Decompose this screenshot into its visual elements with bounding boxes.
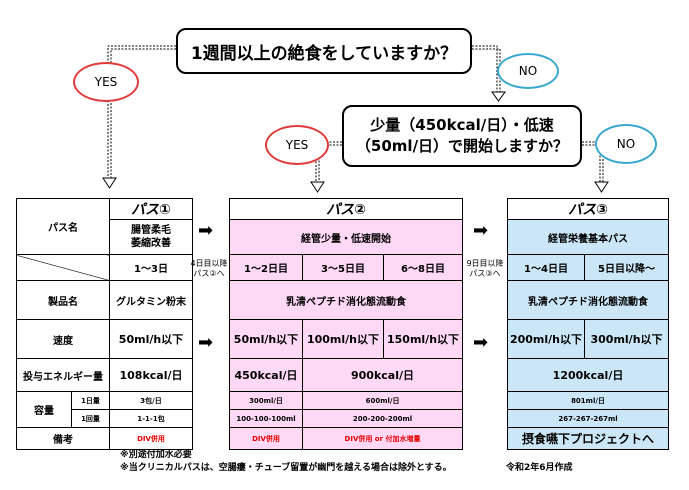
- pass-2-remarks-2: DIV併用 or 付加水増量: [301, 427, 464, 450]
- pass-2-name: 経管少量・低速開始: [228, 219, 464, 255]
- pass-3-days-2: 5日目以降～: [583, 254, 670, 281]
- pass-2-dose-2: 200-200-200ml: [301, 409, 464, 428]
- pass-2-days-2: 3～5日目: [302, 254, 384, 281]
- pass-2-volume-2: 600ml/日: [301, 391, 464, 410]
- yes-oval-2: YES: [265, 125, 329, 165]
- label-per-dose: 1回量: [71, 409, 110, 428]
- pass-3-speed-2: 300ml/h以下: [583, 319, 670, 359]
- question-line-2: （50ml/日）で開始しますか？: [355, 137, 569, 155]
- label-product: 製品名: [16, 280, 110, 320]
- pass-3-name: 経管栄養基本パス: [506, 219, 670, 255]
- pass-3-per-day: 801ml/日: [506, 391, 670, 410]
- pass-1-speed: 50ml/h以下: [109, 319, 193, 359]
- no-oval-2: NO: [595, 124, 657, 164]
- pass-3-title: パス③: [506, 198, 670, 220]
- no-oval-1: NO: [497, 53, 559, 89]
- pass-1-remarks: DIV併用: [109, 427, 193, 450]
- pass-2-title: パス②: [228, 198, 464, 220]
- pass-3-speed-1: 200ml/h以下: [507, 319, 585, 359]
- question-low-speed-start: 少量（450kcal/日）・低速 （50ml/日）で開始しますか？: [342, 105, 582, 167]
- label-pass-name: パス名: [16, 198, 110, 255]
- pass-2-speed-2: 100ml/h以下: [302, 319, 384, 359]
- pass-3-per-dose: 267-267-267ml: [506, 409, 670, 428]
- pass-3-energy: 1200kcal/日: [506, 358, 670, 392]
- pass-2-energy-2: 900kcal/日: [301, 358, 464, 392]
- pass-1-product: グルタミン粉末: [109, 280, 193, 320]
- label-speed: 速度: [16, 319, 110, 359]
- pass-2-days-3: 6～8日目: [382, 254, 464, 281]
- pass-2-energy-1: 450kcal/日: [229, 358, 303, 392]
- arrow-right-icon: ➡: [473, 220, 489, 241]
- pass-1-per-dose: 1-1-1包: [109, 409, 193, 428]
- pass-1-per-day: 3包/日: [109, 391, 193, 410]
- pass-1-title: パス①: [109, 198, 193, 220]
- question-line-1: 少量（450kcal/日）・低速: [370, 116, 554, 134]
- transition-to-pass-3: 9日目以降 パス③へ: [466, 259, 504, 278]
- pass-2-volume-1: 300ml/日: [229, 391, 303, 410]
- pass-3-table: パス③ 経管栄養基本パス 1～4日目 5日目以降～ 乳清ペプチド消化態流動食 2…: [506, 198, 670, 450]
- label-remarks: 備考: [16, 427, 110, 450]
- pass-2-product: 乳清ペプチド消化態流動食: [228, 280, 464, 320]
- pass-3-product: 乳清ペプチド消化態流動食: [506, 280, 670, 320]
- question-fasting: 1週間以上の絶食をしていますか？: [176, 28, 472, 74]
- transition-to-pass-2: 4日目以降 パス②へ: [190, 259, 228, 278]
- pass-3-remarks: 摂食嚥下プロジェクトへ: [506, 427, 670, 450]
- creation-date: 令和2年6月作成: [506, 463, 573, 473]
- arrow-right-icon: ➡: [198, 220, 214, 241]
- pass-1-energy: 108kcal/日: [109, 358, 193, 392]
- pass-1-name: 腸管柔毛 萎縮改善: [109, 219, 193, 255]
- label-volume: 容量: [16, 391, 72, 428]
- pass-1-table: パス名 パス① 腸管柔毛 萎縮改善 1～3日 製品名 グルタミン粉末 速度 50…: [16, 198, 193, 450]
- pass-1-days: 1～3日: [109, 254, 193, 281]
- pass-2-table: パス② 経管少量・低速開始 1～2日目 3～5日目 6～8日目 乳清ペプチド消化…: [228, 198, 464, 450]
- label-energy: 投与エネルギー量: [16, 358, 110, 392]
- footnote-water: ※別途付加水必要: [120, 450, 192, 460]
- pass-2-remarks-1: DIV併用: [229, 427, 303, 450]
- pass-2-dose-1: 100-100-100ml: [229, 409, 303, 428]
- pass-2-days-1: 1～2日目: [229, 254, 303, 281]
- label-per-day: 1日量: [71, 391, 110, 410]
- arrow-right-icon: ➡: [473, 332, 489, 353]
- pass-2-speed-1: 50ml/h以下: [229, 319, 303, 359]
- footnote-exclusion: ※当クリニカルパスは、空腸瘻・チューブ留置が幽門を越える場合は除外とする。: [120, 463, 452, 473]
- pass-3-days-1: 1～4日目: [507, 254, 585, 281]
- pass-2-speed-3: 150ml/h以下: [382, 319, 464, 359]
- yes-oval-1: YES: [73, 62, 139, 102]
- arrow-right-icon: ➡: [198, 332, 214, 353]
- diagonal-cell: [16, 254, 110, 281]
